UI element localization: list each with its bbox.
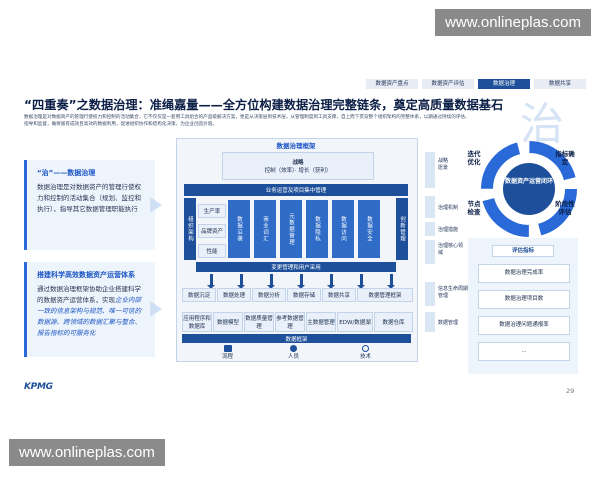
side-bracket xyxy=(425,152,435,188)
row-productivity: 生产率 xyxy=(198,204,226,218)
base-item-label: 流程 xyxy=(222,354,234,360)
decorative-character: 治 xyxy=(520,99,564,150)
section-tabs: 数据资产盘点 数据资产评估 数据治理 数据共享 xyxy=(366,79,586,89)
column-metadata-mgmt: 元数据管理 xyxy=(280,200,302,258)
lifecycle-stage: 数据管理框架 xyxy=(357,288,413,302)
panel-heading: 搭建科学高效数据资产运营体系 xyxy=(37,271,135,279)
strategy-box: 战略 控制（效率）· 增长（获利） xyxy=(222,152,374,180)
process-icon xyxy=(223,345,232,352)
indicator-item: 数据治理项目数 xyxy=(478,290,570,309)
side-label-data-mgmt: 数据管理 xyxy=(438,320,459,326)
down-arrow-icon xyxy=(327,274,335,289)
column-data-access: 数据访问 xyxy=(332,200,354,258)
column-data-lineage: 数据沿袭 xyxy=(228,200,250,258)
cycle-label-iteration: 迭代优化 xyxy=(467,150,481,166)
strategy-sub-label: 控制（效率）· 增长（获利） xyxy=(264,168,332,174)
cycle-center-label: 数据资产运营闭环 xyxy=(505,178,554,185)
side-label-core-areas: 治理核心领域 xyxy=(438,243,464,256)
panel-heading: “治”——数据治理 xyxy=(37,169,96,177)
indicator-item: 数据治理问题通报率 xyxy=(478,316,570,335)
down-arrow-icon xyxy=(267,274,275,289)
watermark-top: www.onlineplas.com xyxy=(435,9,591,36)
base-item-people: 人员 xyxy=(288,345,299,360)
panel-body: 数据治理是对数据资产的管理行使权力和控制的活动集合（规划、监控和执行），指导其它… xyxy=(37,183,141,213)
down-arrow-icon xyxy=(357,274,365,289)
base-item-process: 流程 xyxy=(222,345,233,360)
side-bracket xyxy=(425,312,435,332)
side-label-measures: 治理措施 xyxy=(438,227,459,233)
lifecycle-stage: 数据处理 xyxy=(217,288,251,302)
base-item-technology: 技术 xyxy=(360,345,371,360)
down-arrow-icon xyxy=(297,274,305,289)
row-brand-equity: 品牌资产 xyxy=(198,224,226,238)
page-title: “四重奏”之数据治理：准绳嘉量——全方位构建数据治理完整链条，奠定高质量数据基石 xyxy=(24,98,504,112)
panel-body-text: 通过数据治理框架协助企业搭建科学的数据资产运营体系，实现 xyxy=(37,285,141,304)
row-performance: 性能 xyxy=(198,244,226,258)
operation-cycle-diagram xyxy=(481,141,577,237)
panel-body: 通过数据治理框架协助企业搭建科学的数据资产运营体系，实现企业内部一致的信息架构与… xyxy=(37,284,147,339)
kpmg-logo: KPMG xyxy=(24,382,53,392)
down-arrow-icon xyxy=(387,274,395,289)
side-bracket xyxy=(425,240,435,264)
cycle-label-node-check: 节点检查 xyxy=(467,200,481,216)
cycle-label-stage-evaluation: 阶段性评估 xyxy=(555,200,575,216)
column-business-glossary: 商业词汇 xyxy=(254,200,276,258)
framework-title: 数据治理框架 xyxy=(276,142,316,150)
arrow-right-icon xyxy=(150,197,162,213)
governance-definition-panel: “治”——数据治理 数据治理是对数据资产的管理行使权力和控制的活动集合（规划、监… xyxy=(24,160,155,250)
org-structure-box: 组织架构 xyxy=(184,198,196,260)
lifecycle-stage: 数据分析 xyxy=(252,288,286,302)
side-label-mechanism: 治理机制 xyxy=(438,205,459,211)
page-number: 29 xyxy=(566,387,575,395)
data-mgmt-item: EDW/数据湖 xyxy=(337,312,373,332)
ops-management-bar: 业务运营及项目集中管理 xyxy=(184,184,408,196)
strategy-label: 战略 xyxy=(292,160,304,166)
tab-data-sharing[interactable]: 数据共享 xyxy=(534,79,586,89)
indicator-item: 数据治理完成率 xyxy=(478,264,570,283)
side-bracket xyxy=(425,282,435,306)
arrow-right-icon xyxy=(150,301,162,317)
data-framework-bar: 数据框架 xyxy=(182,334,411,343)
down-arrow-icon xyxy=(237,274,245,289)
side-label-strategy-vision: 战略愿景 xyxy=(438,158,449,171)
tab-asset-inventory[interactable]: 数据资产盘点 xyxy=(366,79,418,89)
data-mgmt-item: 参考数据管理 xyxy=(275,312,305,332)
innovation-box: 创新管理 xyxy=(396,198,408,260)
lifecycle-stage: 数据存储 xyxy=(287,288,321,302)
data-mgmt-item: 数据仓库 xyxy=(374,312,413,332)
cycle-label-metric-setting: 指标确定 xyxy=(555,150,575,166)
indicators-heading: 评估指标 xyxy=(492,245,554,257)
data-mgmt-item: 数据质量管理 xyxy=(244,312,274,332)
data-mgmt-item: 应用程序和数据库 xyxy=(182,312,212,332)
column-data-security: 数据安全 xyxy=(358,200,380,258)
panel-body-highlight: 企业内部一致的信息架构与规范、唯一可信的数据源、跨领域的数据汇聚与整合、报告指标… xyxy=(37,296,141,337)
column-data-privacy: 数据隐私 xyxy=(306,200,328,258)
change-management-bar: 变更管理和用户采用 xyxy=(196,262,396,272)
atom-icon xyxy=(362,345,369,352)
lifecycle-stage: 数据沉淀 xyxy=(182,288,216,302)
down-arrow-icon xyxy=(207,274,215,289)
data-mgmt-item: 主数据管理 xyxy=(306,312,336,332)
side-label-lifecycle: 信息生命周期管理 xyxy=(438,286,469,299)
operation-system-panel: 搭建科学高效数据资产运营体系 通过数据治理框架协助企业搭建科学的数据资产运营体系… xyxy=(24,262,155,357)
lifecycle-stage: 数据共享 xyxy=(322,288,356,302)
watermark-bottom: www.onlineplas.com xyxy=(9,439,165,466)
side-bracket xyxy=(425,222,435,236)
side-bracket xyxy=(425,196,435,218)
data-mgmt-item: 数据模型 xyxy=(213,312,243,332)
base-item-label: 人员 xyxy=(288,354,300,360)
base-item-label: 技术 xyxy=(360,354,372,360)
tab-asset-evaluation[interactable]: 数据资产评估 xyxy=(422,79,474,89)
tab-data-governance[interactable]: 数据治理 xyxy=(478,79,530,89)
people-icon xyxy=(290,345,297,352)
intro-text: 数据治理是对数据资产的管理行使权力和控制的活动集合，它不仅仅是一套用工具组合的产… xyxy=(24,115,470,127)
indicator-item: ... xyxy=(478,342,570,361)
